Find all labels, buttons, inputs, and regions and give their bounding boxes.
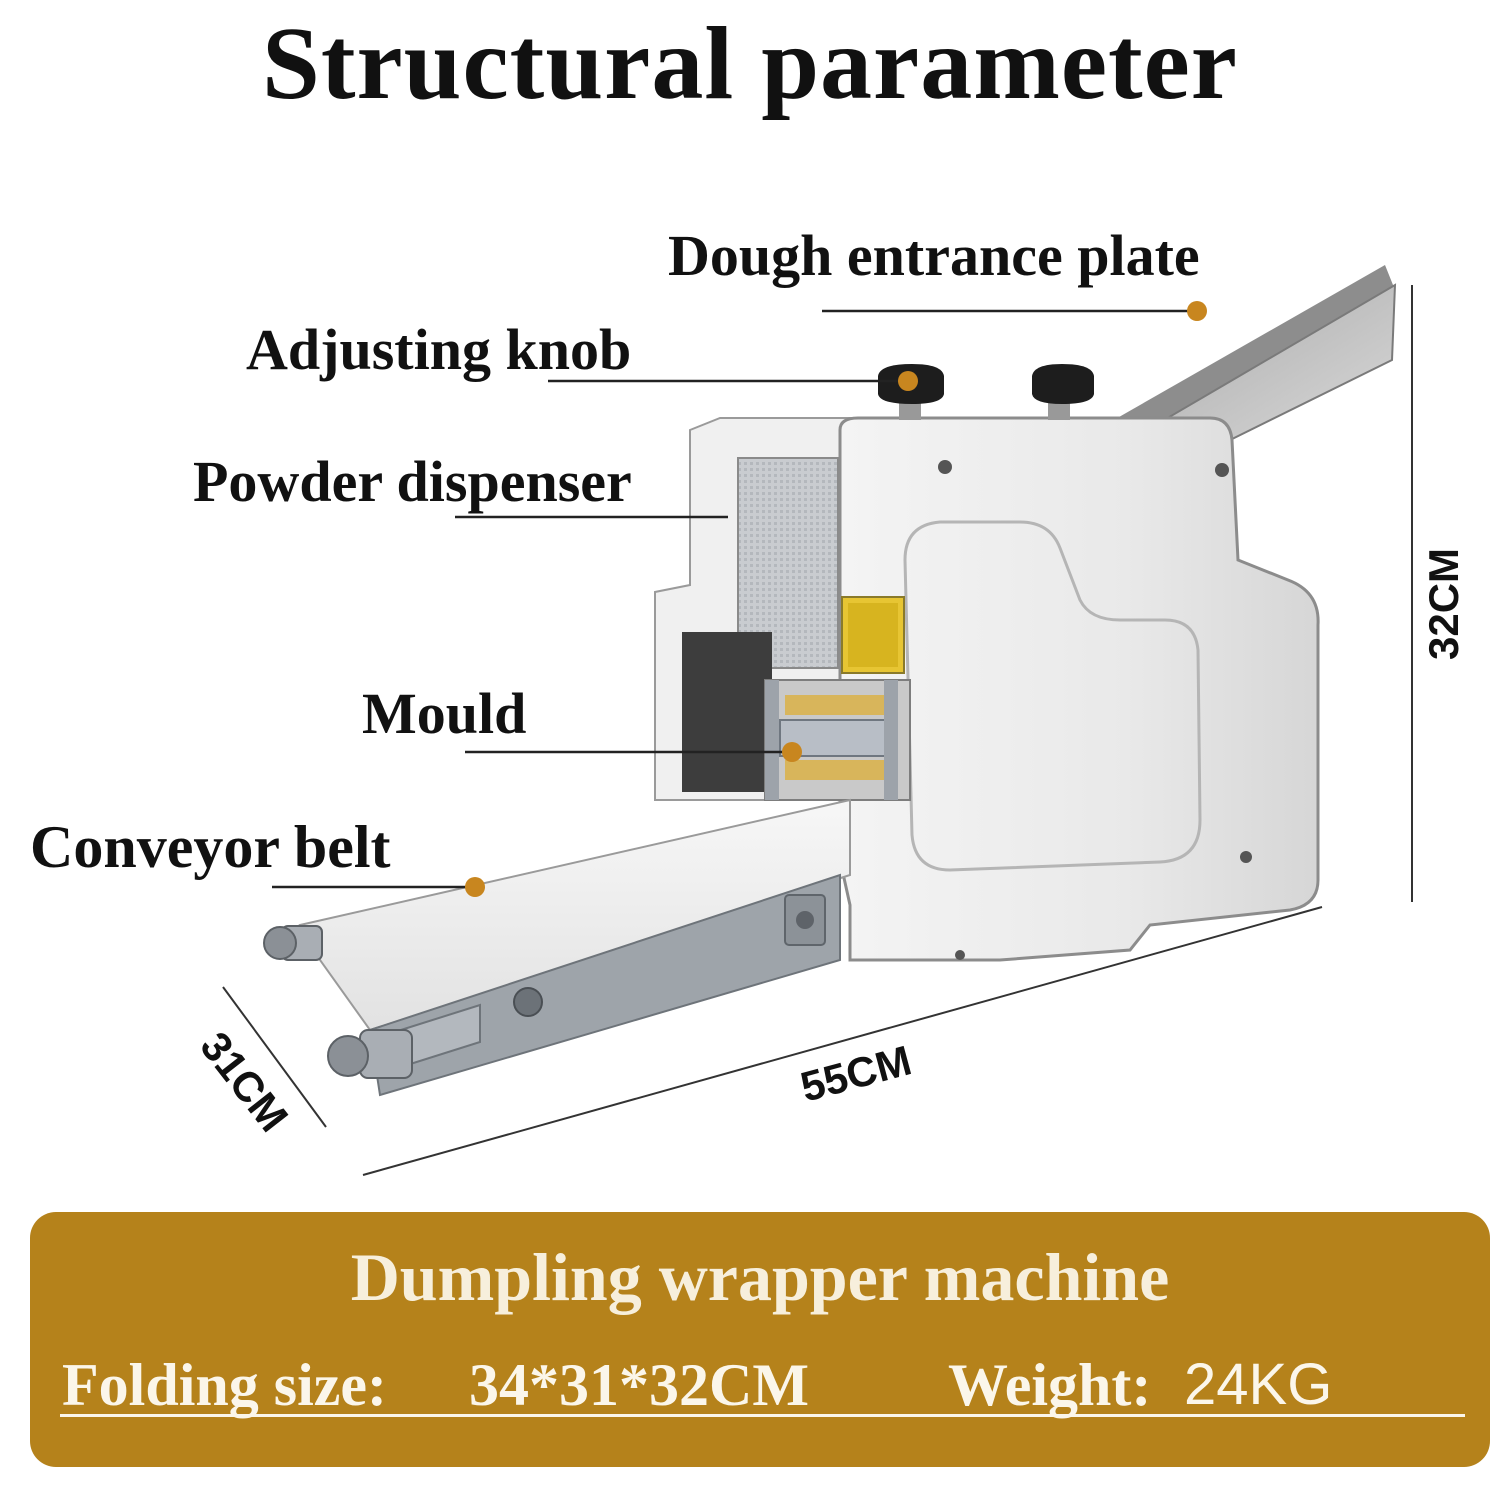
weight-value: 24KG (1184, 1352, 1333, 1417)
spec-row: Folding size: 34*31*32CM Weight: 24KG (62, 1350, 1462, 1420)
machine-illustration (222, 265, 1413, 1176)
spec-underline (60, 1414, 1465, 1417)
machine-body (838, 416, 1320, 962)
dimension-lines (222, 285, 1413, 1176)
label-adjusting-knob: Adjusting knob (246, 317, 632, 382)
folding-size-value: 34*31*32CM (469, 1352, 809, 1418)
dough-entrance-plate-dot (1187, 301, 1207, 321)
label-mould: Mould (362, 681, 527, 746)
adjusting-knob-right (1032, 364, 1094, 420)
callout-leaders (272, 309, 1197, 889)
adjusting-knob-dot (898, 371, 918, 391)
dimension-height: 32CM (1420, 547, 1468, 661)
belt-end-bolt-bottom (327, 1029, 413, 1079)
page-title: Structural parameter (262, 6, 1238, 121)
product-banner: Dumpling wrapper machine Folding size: 3… (30, 1212, 1490, 1467)
callout-dots (465, 301, 1207, 897)
weight-label: Weight: (948, 1352, 1152, 1418)
conveyor-belt (263, 798, 851, 1097)
label-dough-entrance-plate: Dough entrance plate (668, 223, 1200, 288)
label-powder-dispenser: Powder dispenser (193, 449, 632, 514)
conveyor-belt-dot (465, 877, 485, 897)
mould-rollers (764, 679, 911, 801)
label-conveyor-belt: Conveyor belt (30, 814, 391, 880)
belt-end-bolt-top (263, 925, 323, 961)
machine-opening (682, 632, 772, 792)
mould-dot (782, 742, 802, 762)
folding-size-label: Folding size: (62, 1352, 387, 1418)
product-name: Dumpling wrapper machine (350, 1239, 1170, 1315)
